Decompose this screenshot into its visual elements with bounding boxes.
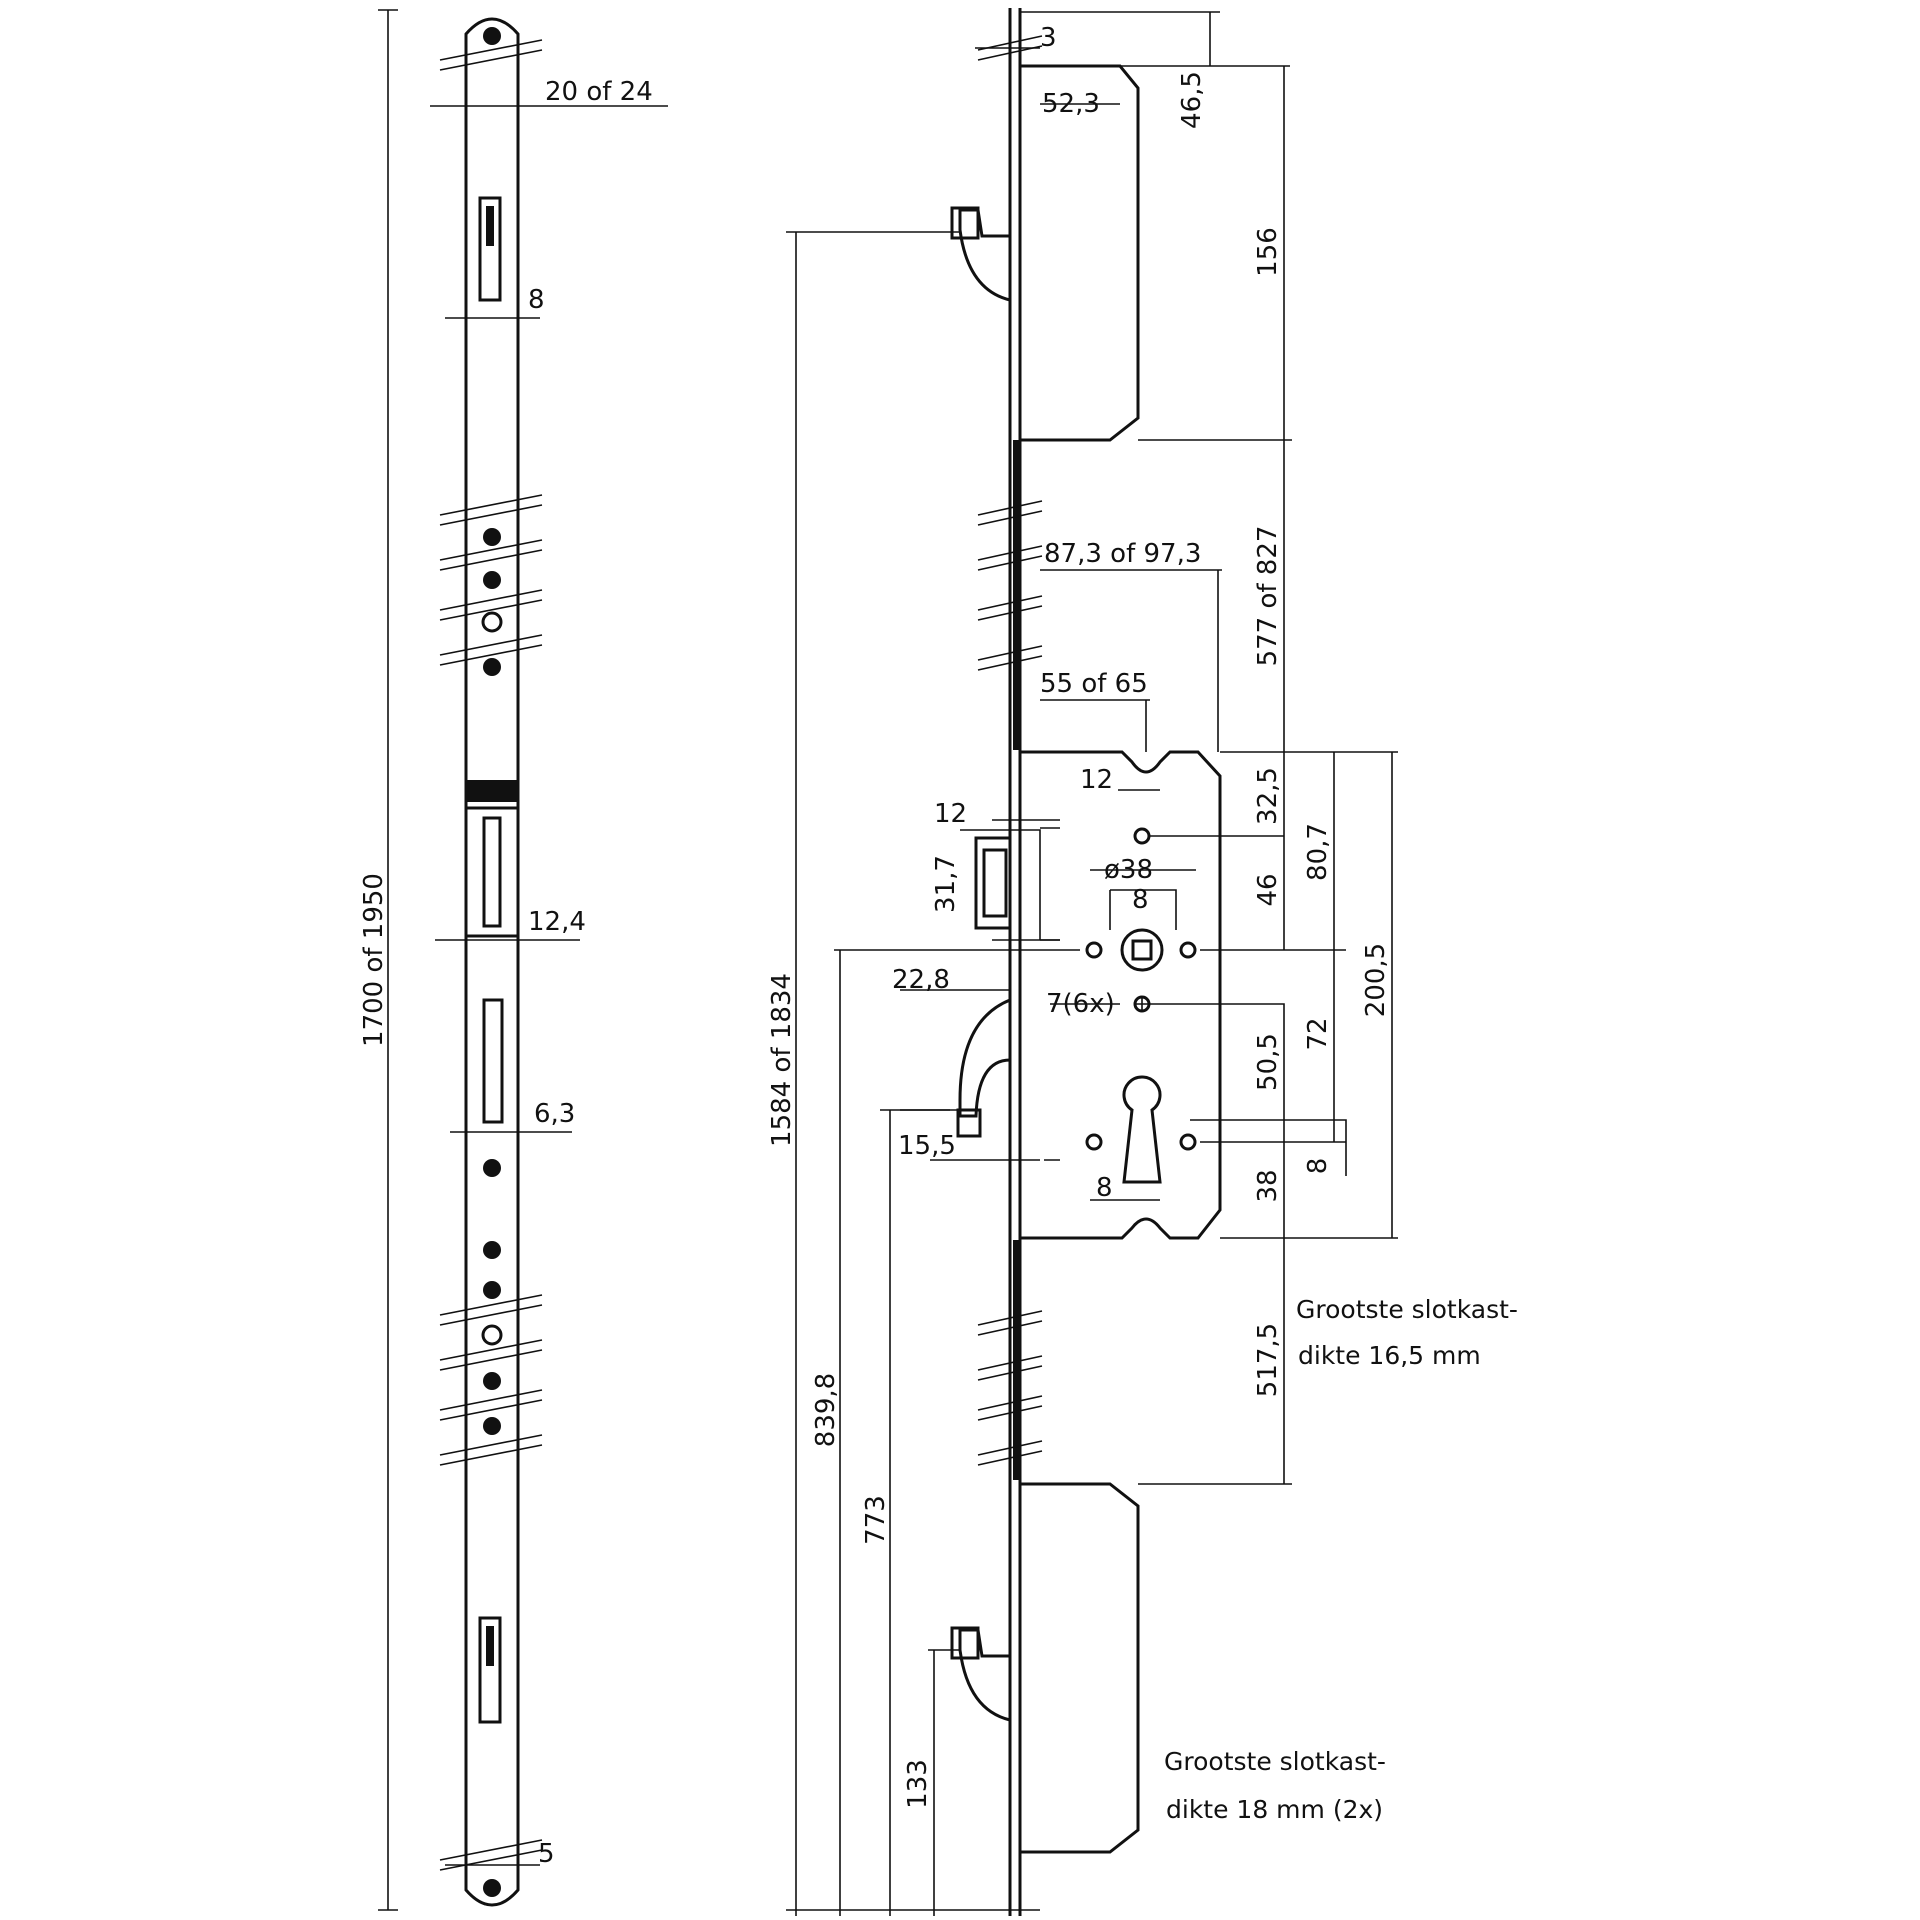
dim-center-distance: 72	[1303, 1017, 1333, 1050]
bottom-hook	[958, 1628, 1011, 1722]
dim-width: 20 of 24	[545, 77, 653, 107]
dim-top-thickness: 3	[1040, 23, 1057, 53]
left-view: 20 of 24 8 12,4 6,3 5 1700 of 1950	[359, 9, 668, 1911]
dim-deadbolt-height: 15,5	[898, 1131, 956, 1161]
latch-guides	[1040, 827, 1060, 941]
dim-cylinder-drop: 50,5	[1253, 1033, 1283, 1091]
screw-hole	[483, 1417, 501, 1435]
dim-handle-spacing: ø38	[1104, 855, 1153, 885]
note-case-thickness-2-line2: dikte 18 mm (2x)	[1166, 1795, 1383, 1824]
dim-lower-spacing: 517,5	[1253, 1323, 1283, 1397]
note-case-thickness-1-line1: Grootste slotkast-	[1296, 1295, 1518, 1324]
dim-case-height: 200,5	[1361, 943, 1391, 1017]
latch-bolt-inner	[982, 848, 1008, 918]
dim-deadbolt-depth: 22,8	[892, 965, 950, 995]
deadbolt-slot	[482, 998, 504, 1124]
screw-hole	[483, 1372, 501, 1390]
break-marks-left	[439, 39, 543, 1871]
latch-opening	[464, 806, 520, 938]
latch-bar	[466, 780, 518, 802]
dim-latch-height: 31,7	[931, 855, 961, 913]
note-case-thickness-1-line2: dikte 16,5 mm	[1298, 1341, 1481, 1370]
top-hook-inner	[486, 206, 494, 246]
cylinder-screw-right	[1179, 1133, 1197, 1151]
latch-inner	[482, 816, 502, 928]
dim-case-bottom: 38	[1253, 1169, 1283, 1202]
screw-hole	[481, 611, 503, 633]
screw-hole	[481, 1324, 503, 1346]
dim-backset-long: 87,3 of 97,3	[1044, 539, 1201, 569]
top-hook	[958, 208, 1011, 302]
dimension-lines-left	[378, 9, 668, 1911]
screw-hole	[483, 528, 501, 546]
dim-bottom-gap: 5	[538, 1839, 555, 1869]
dim-cylinder-offset: 8	[1303, 1158, 1333, 1175]
dim-follower-square: 8	[1132, 885, 1149, 915]
faceplate-hatch-lower	[1013, 1240, 1019, 1480]
dim-spindle-follower: 80,7	[1303, 823, 1333, 881]
screw-hole	[483, 1281, 501, 1299]
dimension-lines-right	[786, 11, 1398, 1916]
handle-screw-right	[1179, 941, 1197, 959]
dim-backset: 55 of 65	[1040, 669, 1148, 699]
dim-latch-gap: 12,4	[528, 907, 586, 937]
dim-top-box-depth: 52,3	[1042, 89, 1100, 119]
lock-case	[1020, 750, 1222, 1240]
deadbolt	[958, 998, 1011, 1118]
dim-total-length: 1700 of 1950	[359, 873, 389, 1047]
dim-slot-gap: 6,3	[534, 1099, 575, 1129]
top-screw-hole	[483, 27, 501, 45]
right-view: 3 52,3 46,5 156 87,3 of 97,3 577 of 827 …	[767, 8, 1518, 1916]
dim-upper-spacing: 577 of 827	[1253, 526, 1283, 667]
dim-top-box-height: 156	[1253, 227, 1283, 277]
dim-notch: 12	[1080, 765, 1113, 795]
bottom-hook-box	[1020, 1482, 1140, 1854]
cylinder-screw-left	[1085, 1133, 1103, 1151]
dim-top-box-offset: 46,5	[1177, 71, 1207, 129]
dim-bottom-hook: 133	[903, 1759, 933, 1809]
dim-total-hook-distance: 1584 of 1834	[767, 973, 797, 1147]
top-hook-box	[1020, 64, 1140, 442]
dim-spindle-drop: 32,5	[1253, 767, 1283, 825]
note-case-thickness-2-line1: Grootste slotkast-	[1164, 1747, 1386, 1776]
deadbolt-tab	[956, 1108, 982, 1138]
screw-hole	[483, 1241, 501, 1259]
screw-7-mark	[1134, 996, 1150, 1012]
faceplate-strip	[464, 17, 520, 1907]
top-hook-tab	[950, 206, 980, 240]
follower-square	[1131, 939, 1153, 961]
spindle-hole	[1133, 827, 1151, 845]
dim-latch-width: 12	[934, 799, 967, 829]
dim-follower-offset: 46	[1253, 873, 1283, 906]
dim-to-cylinder: 773	[861, 1495, 891, 1545]
handle-screw-left	[1085, 941, 1103, 959]
break-marks-right	[977, 35, 1043, 1466]
faceplate-hatch-upper	[1013, 440, 1019, 750]
bottom-screw-hole	[483, 1879, 501, 1897]
dim-cylinder-width: 8	[1096, 1173, 1113, 1203]
latch-bolt	[974, 836, 1012, 930]
screw-hole	[483, 658, 501, 676]
bottom-hook-inner	[486, 1626, 494, 1666]
dim-to-center: 839,8	[811, 1373, 841, 1447]
follower	[1120, 928, 1164, 972]
cylinder-profile	[1122, 1075, 1162, 1184]
screw-hole	[483, 571, 501, 589]
dim-hook-gap: 8	[528, 285, 545, 315]
bottom-hook-opening	[478, 1616, 502, 1724]
screw-hole	[483, 1159, 501, 1177]
side-faceplate	[1008, 8, 1022, 1916]
top-hook-opening	[478, 196, 502, 302]
bottom-hook-tab	[950, 1626, 980, 1660]
dim-screws: 7(6x)	[1046, 989, 1115, 1019]
